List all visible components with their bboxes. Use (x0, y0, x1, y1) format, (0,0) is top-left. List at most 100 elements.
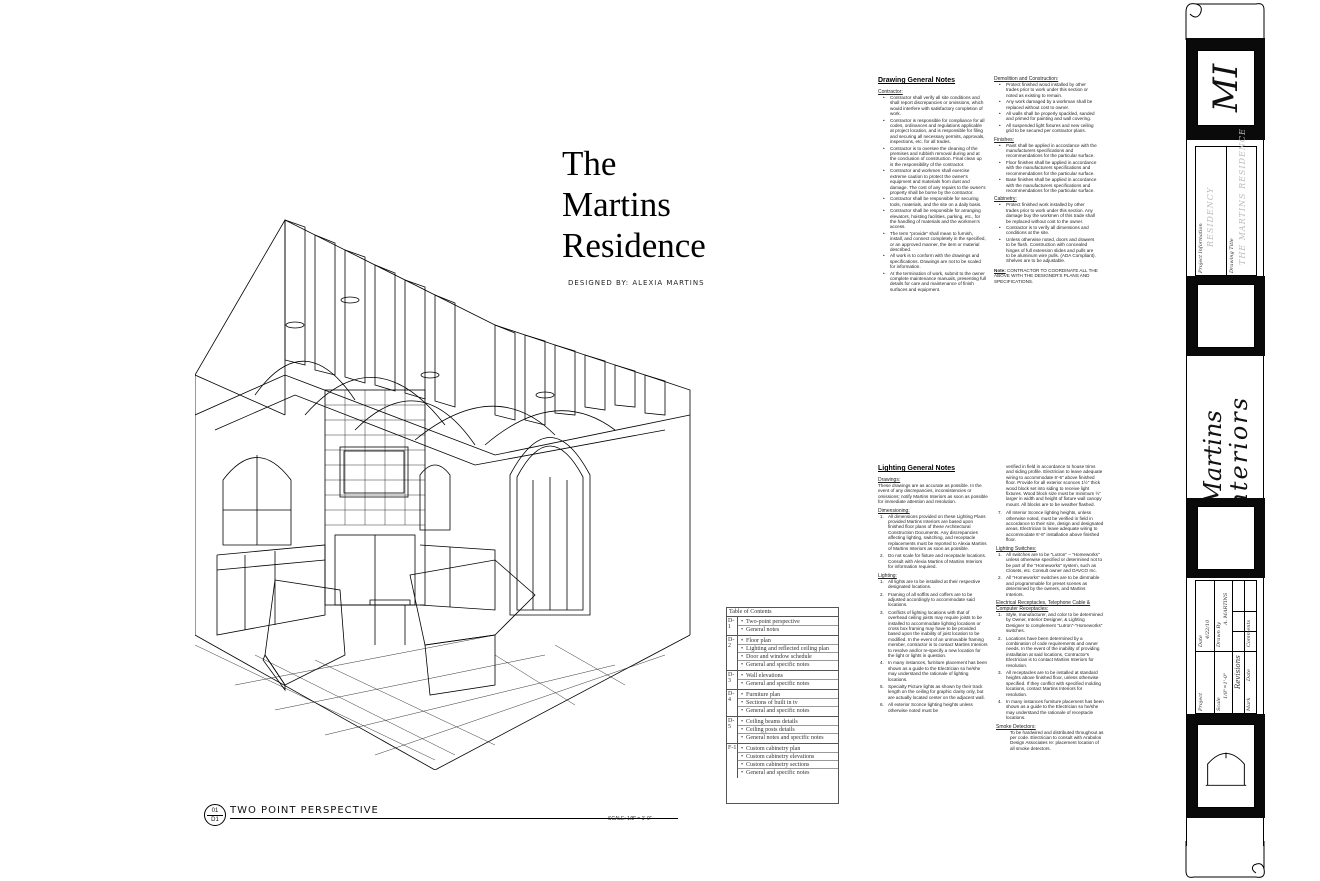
dimensioning-heading: Dimensioning: (878, 507, 910, 514)
toc-code: D-5 (727, 717, 738, 743)
view-title: TWO POINT PERSPECTIVE (230, 805, 379, 816)
note-item: 4.In many instances furniture placement … (998, 699, 1104, 721)
toc-item: Ceiling beams details (738, 718, 838, 726)
demolition-list: Protect finished wood installed by other… (994, 82, 1098, 134)
revisions-grid: Project Date 4/22/10 Scale 1/8"=1'-0" Dr… (1195, 580, 1257, 714)
detail-bubble: 01 D1 (204, 804, 226, 826)
note-item: 3.All receptacles are to be installed at… (998, 670, 1101, 697)
note-item: 2.Do not scale for fixture and receptacl… (880, 553, 987, 570)
cabinetry-heading: Cabinetry: (994, 196, 1017, 203)
note-item: 7.All Interior Sconce lighting heights, … (998, 510, 1104, 543)
note-item: 1.All switches are to be "Lutron" – "Hom… (998, 551, 1103, 573)
cabinetry-list: Protect finished work installed by other… (994, 202, 1098, 263)
note-item: Protect finished wood installed by other… (999, 82, 1098, 98)
note-item: Unless otherwise noted, doors and drawer… (999, 237, 1098, 264)
toc-item: Custom cabinetry plan (738, 745, 838, 753)
toc-item: Two-point perspective (738, 618, 838, 626)
note-label: Note: (994, 267, 1006, 273)
toc-item: Custom cabinetry sections (738, 761, 838, 769)
toc-section: D-4 Furniture plan Sections of built in … (727, 690, 838, 717)
title-block: MI Project Information RESIDENCY Drawing… (1178, 0, 1270, 881)
note-item: 1.All dimensions provided on these Light… (880, 513, 987, 552)
toc-code: D-2 (727, 636, 738, 670)
note-item: Paint shall be applied in accordance wit… (999, 143, 1098, 159)
toc-item: Lighting and reflected ceiling plan (738, 645, 838, 653)
upper-frame (1197, 284, 1255, 348)
scale-note: SCALE: 1/8" = 1'-0" (608, 816, 652, 822)
designer-credit: DESIGNED BY: ALEXIA MARTINS (568, 279, 705, 287)
note-item: 1.All lights are to be installed at thei… (880, 578, 981, 590)
toc-item: General notes (738, 626, 838, 634)
emblem-frame (1197, 724, 1255, 808)
note-item: Contractor shall be responsible for arra… (883, 208, 986, 230)
detail-sheet: D1 (211, 817, 219, 823)
toc-item: Sections of built in tv (738, 699, 838, 707)
contractor-list: Contractor shall verify all site conditi… (878, 95, 986, 292)
toc-section: D-3 Wall elevations General and specific… (727, 671, 838, 690)
note-item: Base finishes shall be applied in accord… (999, 177, 1098, 193)
lighting-notes-title: Lighting General Notes (878, 465, 956, 472)
note-item: 1.Style, manufacturer, and color to be d… (998, 611, 1103, 634)
note-item: Any work damaged by a workman shall be r… (999, 99, 1098, 110)
drawing-general-notes: Drawing General Notes Contractor: Contra… (878, 76, 1098, 376)
toc-code: F-1 (727, 744, 738, 778)
note-item: 2.Framing of all soffits and coffers are… (880, 591, 975, 608)
finishes-list: Paint shall be applied in accordance wit… (994, 143, 1098, 194)
detail-number: 01 (211, 808, 219, 814)
lighting-list-continued: 7.All Interior Sconce lighting heights, … (996, 510, 1104, 542)
lighting-heading: Lighting: (878, 572, 897, 579)
toc-item: General and specific notes (738, 707, 838, 715)
toc-item: Floor plan (738, 637, 838, 645)
comments-label: Comments (1246, 619, 1252, 647)
toc-section: D-1 Two-point perspective General notes (727, 617, 838, 636)
project-label: Project (1198, 692, 1204, 711)
project-info-label: Project Information (1198, 223, 1204, 273)
toc-title: Table of Contents (727, 608, 838, 617)
title-block-body: MI Project Information RESIDENCY Drawing… (1186, 38, 1265, 846)
note-item: The term "provide" shall mean to furnish… (883, 231, 986, 253)
dome-emblem-icon (1205, 752, 1247, 786)
drawing-title-label: Drawing Title (1229, 238, 1235, 273)
smoke-heading: Smoke Detectors: (996, 723, 1036, 730)
drawing-title-value: THE MARTINS RESIDENCE (1238, 128, 1247, 265)
note-item: 2.All "Homeworks" switches are to be dim… (998, 575, 1100, 597)
note-item: Contractor shall be responsible for secu… (883, 196, 986, 207)
scroll-top-ornament (1185, 3, 1265, 40)
project-info-box: Project Information RESIDENCY Drawing Ti… (1195, 128, 1257, 276)
switches-list: 1.All switches are to be "Lutron" – "Hom… (996, 552, 1104, 597)
revisions-label: Revisions (1234, 655, 1242, 689)
toc-section: D-2 Floor plan Lighting and reflected ce… (727, 636, 838, 671)
table-of-contents: Table of Contents D-1 Two-point perspect… (726, 607, 839, 804)
note-item: Contractor is to oversee the cleaning of… (883, 146, 986, 168)
drawn-by-value: A. MARTINS (1223, 592, 1229, 625)
toc-item: General notes and specific notes (738, 734, 838, 742)
smoke-text: To be hardwired and distributed througho… (1010, 729, 1104, 751)
toc-item: Ceiling posts details (738, 726, 838, 734)
mark-label: Mark (1246, 697, 1252, 711)
note-item: At the termination of work, submit to th… (883, 271, 986, 293)
lighting-general-notes: Lighting General Notes Drawings: These d… (878, 464, 1108, 824)
view-label: 01 D1 TWO POINT PERSPECTIVE (204, 804, 680, 828)
toc-section: F-1 Custom cabinetry plan Custom cabinet… (727, 744, 838, 778)
finishes-heading: Finishes: (994, 136, 1015, 143)
toc-item: Wall elevations (738, 672, 838, 680)
toc-code: D-3 (727, 671, 738, 689)
note-item: Contractor is to verify all dimensions a… (999, 225, 1098, 236)
drawings-text: These drawings are as accurate as possib… (878, 483, 988, 505)
toc-item: Door and window schedule (738, 653, 838, 661)
note-item: Floor finishes shall be applied in accor… (999, 160, 1098, 176)
note-item: All work is to conform with the drawings… (883, 253, 986, 269)
lighting-list: 1.All lights are to be installed at thei… (878, 579, 988, 713)
logo-frame: MI (1197, 50, 1255, 126)
date-label: Date (1198, 635, 1204, 647)
receptacles-heading: Electrical Receptacles, Telephone Cable … (996, 599, 1091, 612)
note-item: Protect finished work installed by other… (999, 202, 1098, 224)
drawn-by-label: Drawn By (1216, 622, 1222, 647)
toc-section: D-5 Ceiling beams details Ceiling posts … (727, 717, 838, 744)
revision-date-label: Date (1246, 669, 1252, 681)
scale-value: 1/8"=1'-0" (1223, 672, 1229, 699)
toc-item: General and specific notes (738, 661, 838, 669)
switches-heading: Lighting Switches: (996, 545, 1037, 552)
firm-logo: MI (1206, 63, 1246, 113)
project-title: The Martins Residence (562, 143, 732, 266)
